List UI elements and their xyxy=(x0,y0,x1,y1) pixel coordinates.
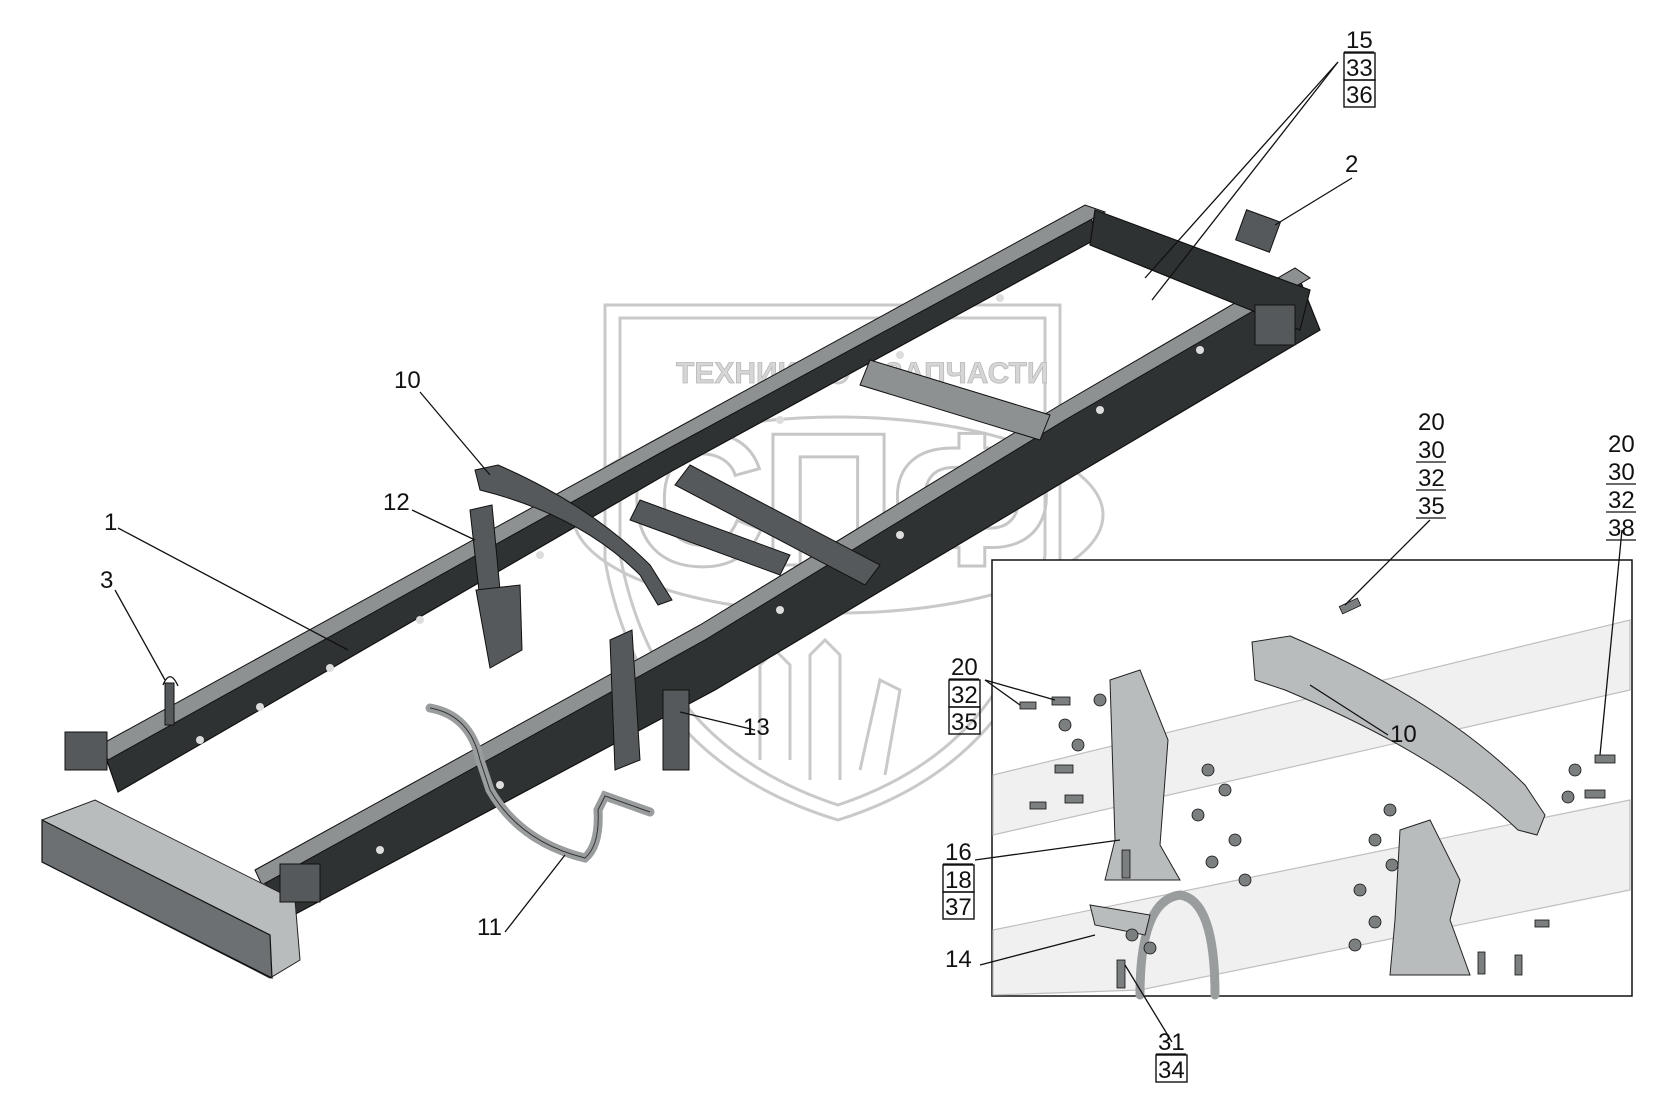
callout-36: 36 xyxy=(1346,82,1373,109)
cab-mount-front-right xyxy=(279,863,321,903)
leader-3 xyxy=(114,589,166,681)
leader-20-mid xyxy=(1344,519,1431,606)
leader-16 xyxy=(974,839,1121,861)
watermark: ТЕХНИКА ЗАПЧАСТИ СПФ xyxy=(571,303,1105,822)
leader-10 xyxy=(419,391,491,476)
leader-15-a xyxy=(1144,61,1339,279)
callout-20-b: 20 xyxy=(1418,409,1445,436)
inset-arch-10 xyxy=(1251,635,1546,836)
leader-15-b xyxy=(1151,61,1339,301)
leader-12 xyxy=(411,509,476,541)
inset-bracket-16 xyxy=(1104,669,1181,881)
leader-11 xyxy=(504,854,566,933)
front-bumper-face xyxy=(41,819,273,979)
callout-33: 33 xyxy=(1346,55,1373,82)
inset-fasteners xyxy=(1019,597,1616,989)
frame-cross-member-rear xyxy=(1089,209,1311,331)
inset-clamp-14 xyxy=(1089,904,1151,936)
callout-stack-left-bottom: 16 18 37 xyxy=(942,839,975,921)
leader-13 xyxy=(679,711,756,731)
leader-20-left xyxy=(984,679,1021,706)
callout-32-c: 32 xyxy=(1608,487,1635,514)
frame-cross-member-center-2 xyxy=(629,499,791,576)
leader-31 xyxy=(1124,964,1173,1043)
lifting-handle-3 xyxy=(162,676,179,726)
leader-lines xyxy=(114,61,1623,1043)
callout-30-c: 30 xyxy=(1608,459,1635,486)
callout-2: 2 xyxy=(1345,151,1358,178)
callout-11: 11 xyxy=(477,914,502,941)
callout-16: 16 xyxy=(945,839,972,866)
callout-15: 15 xyxy=(1346,27,1373,54)
leader-20-left-b xyxy=(984,679,1056,701)
air-pipe-11 xyxy=(425,703,655,863)
callouts: 1 2 3 10 11 12 13 15 33 36 20 32 35 16 xyxy=(100,27,1636,1084)
callout-stack-left-top: 20 32 35 xyxy=(948,654,981,736)
frame-holes xyxy=(196,294,1204,854)
inset-pipe xyxy=(1135,890,1220,1000)
leader-10-inset xyxy=(1309,684,1389,736)
callout-32-b: 32 xyxy=(1418,465,1445,492)
callout-34: 34 xyxy=(1158,1057,1185,1084)
leader-2 xyxy=(1274,177,1353,226)
leader-20-right xyxy=(1599,529,1623,756)
callout-31: 31 xyxy=(1158,1029,1185,1056)
callout-10-inset: 10 xyxy=(1390,721,1417,748)
callout-3: 3 xyxy=(100,567,113,594)
inset-bracket-right xyxy=(1389,819,1471,976)
arch-crossmember-10 xyxy=(474,464,673,606)
callout-32-a: 32 xyxy=(951,682,978,709)
frame-cross-member-mid xyxy=(859,359,1051,441)
rear-hitch xyxy=(1254,304,1296,346)
callout-stack-bottom: 31 34 xyxy=(1155,1029,1188,1084)
frame-cross-member-center xyxy=(674,464,881,586)
callout-stack-upper-right: 20 30 32 38 xyxy=(1606,431,1636,542)
plate-2 xyxy=(1234,209,1282,253)
spring-bracket-12b xyxy=(475,584,523,669)
cab-mount-front-left xyxy=(64,731,108,771)
bumper-block-13 xyxy=(662,689,690,771)
callout-stack-upper-mid: 20 30 32 35 xyxy=(1416,409,1446,520)
callout-20-a: 20 xyxy=(951,654,978,681)
callout-18: 18 xyxy=(945,867,972,894)
callout-37: 37 xyxy=(945,894,972,921)
callout-13: 13 xyxy=(743,714,770,741)
callout-30-b: 30 xyxy=(1418,437,1445,464)
callout-12: 12 xyxy=(383,489,410,516)
watermark-wheat-icon xyxy=(758,637,902,780)
callout-38-c: 38 xyxy=(1608,515,1635,542)
callout-1: 1 xyxy=(104,509,117,536)
callout-35-b: 35 xyxy=(1418,493,1445,520)
frame-rail-left-top xyxy=(99,204,1107,761)
leader-14 xyxy=(979,934,1096,966)
spring-bracket-13 xyxy=(609,629,641,771)
leader-1 xyxy=(117,527,349,651)
callout-stack-top: 15 33 36 xyxy=(1343,27,1376,109)
detail-inset xyxy=(991,559,1633,1000)
callout-35-a: 35 xyxy=(951,709,978,736)
callout-20-c: 20 xyxy=(1608,431,1635,458)
callout-10: 10 xyxy=(394,367,421,394)
chassis-frame xyxy=(41,204,1321,979)
callout-14: 14 xyxy=(945,946,972,973)
